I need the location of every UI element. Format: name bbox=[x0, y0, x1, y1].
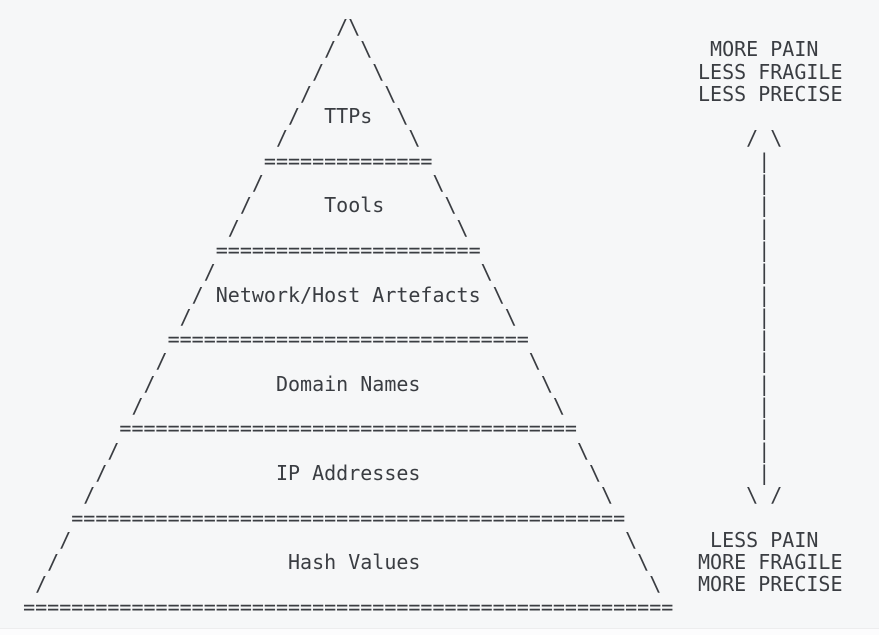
pyramid-line: / \ bbox=[0, 171, 445, 196]
arrow-shaft: | bbox=[698, 193, 771, 218]
pyramid-separator: ====================================== bbox=[0, 416, 577, 441]
annotation-less-fragile: LESS FRAGILE bbox=[698, 59, 843, 84]
annotation-less-pain: LESS PAIN bbox=[698, 527, 819, 552]
pyramid-line: / \ bbox=[0, 215, 469, 240]
annotation-less-precise: LESS PRECISE bbox=[698, 81, 843, 106]
annotation-more-fragile: MORE FRAGILE bbox=[698, 550, 843, 575]
annotation-blank bbox=[698, 105, 843, 127]
pyramid-line: / \ bbox=[0, 349, 541, 374]
annotation-blank bbox=[698, 16, 843, 38]
pyramid-line: / \ bbox=[0, 527, 638, 552]
arrow-shaft: | bbox=[698, 438, 771, 463]
pyramid-apex: /\ bbox=[0, 15, 361, 39]
pyramid-level-network-host-artefacts: / Network/Host Artefacts \ bbox=[0, 282, 505, 307]
pyramid-line: / \ bbox=[0, 59, 385, 84]
pyramid-separator: ============== bbox=[0, 148, 433, 173]
arrow-shaft: | bbox=[698, 282, 771, 307]
pyramid-line: / \ bbox=[0, 438, 590, 463]
pyramid-level-hash-values: / Hash Values \ bbox=[0, 550, 650, 575]
pyramid-ascii-art: /\ / \ / \ / \ / TTPs \ / \ bbox=[0, 16, 673, 618]
annotation-more-precise: MORE PRECISE bbox=[698, 572, 843, 597]
arrow-shaft: | bbox=[698, 304, 771, 329]
arrow-head-down-icon: \ / bbox=[698, 483, 783, 508]
pyramid-level-tools: / Tools \ bbox=[0, 193, 457, 218]
arrow-shaft: | bbox=[698, 416, 771, 441]
pyramid-line: / \ bbox=[0, 483, 614, 508]
arrow-shaft: | bbox=[698, 460, 771, 485]
annotation-blank bbox=[698, 507, 843, 529]
arrow-shaft: | bbox=[698, 327, 771, 352]
pyramid-line: / \ bbox=[0, 37, 373, 62]
pyramid-line: / \ bbox=[0, 572, 662, 597]
arrow-shaft: | bbox=[698, 215, 771, 240]
pyramid-level-domain-names: / Domain Names \ bbox=[0, 371, 553, 396]
pain-scale-annotation: MORE PAIN LESS FRAGILE LESS PRECISE / \ … bbox=[698, 16, 843, 596]
arrow-shaft: | bbox=[698, 349, 771, 374]
bottom-strip bbox=[0, 628, 879, 635]
pyramid-line: / \ bbox=[0, 260, 493, 285]
pyramid-separator: ====================== bbox=[0, 237, 481, 262]
pyramid-line: / \ bbox=[0, 394, 565, 419]
pyramid-base-separator: ========================================… bbox=[0, 594, 674, 619]
arrow-shaft: | bbox=[698, 260, 771, 285]
pyramid-line: / \ bbox=[0, 81, 397, 106]
pyramid-level-ip-addresses: / IP Addresses \ bbox=[0, 460, 602, 485]
arrow-shaft: | bbox=[698, 171, 771, 196]
arrow-shaft: | bbox=[698, 394, 771, 419]
annotation-more-pain: MORE PAIN bbox=[698, 37, 819, 62]
arrow-shaft: | bbox=[698, 148, 771, 173]
pyramid-separator: ============================== bbox=[0, 327, 529, 352]
pyramid-line: / \ bbox=[0, 304, 517, 329]
pyramid-separator: ========================================… bbox=[0, 505, 626, 530]
pyramid-line: / \ bbox=[0, 126, 421, 151]
arrow-shaft: | bbox=[698, 371, 771, 396]
arrow-head-up-icon: / \ bbox=[698, 126, 783, 151]
arrow-shaft: | bbox=[698, 237, 771, 262]
pyramid-level-ttps: / TTPs \ bbox=[0, 104, 409, 129]
